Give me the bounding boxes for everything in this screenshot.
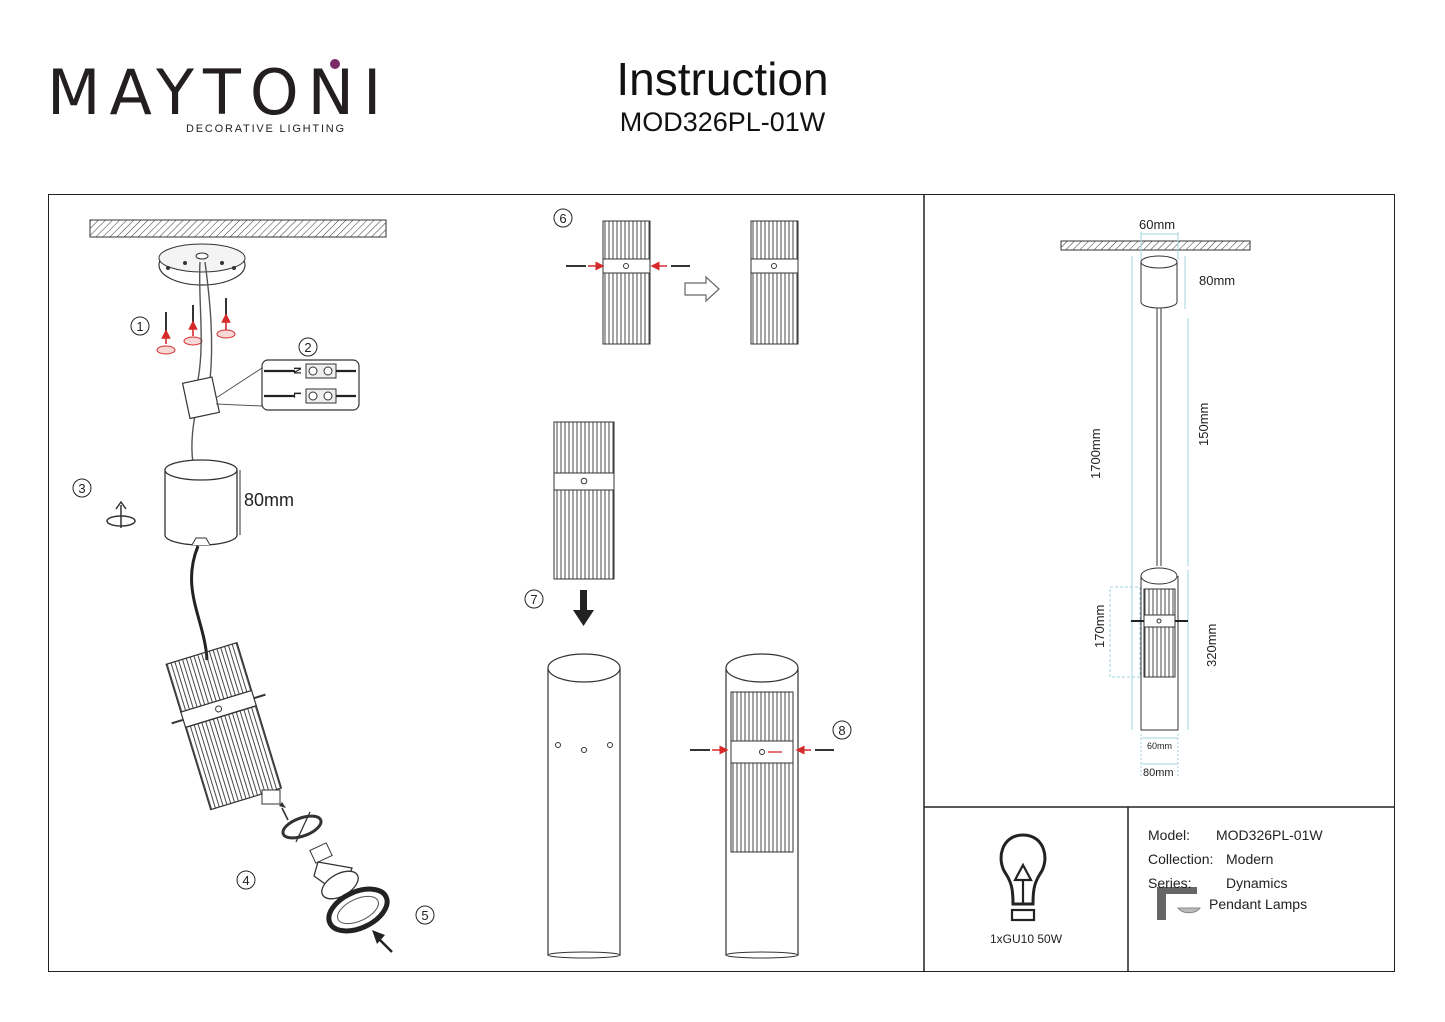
dim-cable-length: 150mm (1196, 403, 1211, 446)
spec-series-value: Dynamics (1226, 875, 1288, 891)
lamp-spec: 1xGU10 50W (990, 932, 1063, 946)
svg-text:6: 6 (559, 211, 566, 226)
bulb-icon (999, 833, 1047, 922)
step7-shade (553, 421, 615, 580)
screw-set (156, 298, 236, 355)
svg-text:4: 4 (242, 873, 249, 888)
brand-logo: MAYTONI (47, 56, 391, 129)
step-badge-2: 2 (298, 337, 318, 357)
svg-text:3: 3 (78, 481, 85, 496)
supply-wires (191, 261, 213, 469)
step-badge-5: 5 (415, 905, 435, 925)
svg-text:7: 7 (530, 592, 537, 607)
power-cable (190, 545, 209, 661)
spec-model-value: MOD326PL-01W (1216, 827, 1323, 843)
spec-collection-label: Collection: (1148, 851, 1214, 867)
brand-logo-dot (330, 59, 340, 69)
dim-body-part: 170mm (1092, 605, 1107, 648)
step-badge-7: 7 (524, 589, 544, 609)
step6-arrow (684, 275, 720, 303)
spec-model-label: Model: (1148, 827, 1191, 843)
svg-text:5: 5 (421, 908, 428, 923)
brand-tagline: DECORATIVE LIGHTING (186, 123, 346, 135)
trim-ring (326, 886, 393, 953)
spec-type-value: Pendant Lamps (1209, 896, 1308, 912)
lamp-head (165, 641, 283, 811)
svg-text:2: 2 (304, 340, 311, 355)
step-badge-6: 6 (553, 208, 573, 228)
dimension-drawing (1060, 232, 1251, 778)
step-badge-1: 1 (130, 316, 150, 336)
svg-text:1: 1 (136, 319, 143, 334)
pendant-lamp-icon (1157, 887, 1201, 920)
spec-collection-value: Modern (1226, 851, 1274, 867)
dim-outer-diameter: 80mm (1143, 767, 1174, 779)
outer-tube (547, 653, 621, 959)
terminal-zoom (261, 359, 360, 411)
step-badges: 1 2 3 4 5 6 7 8 (72, 208, 852, 925)
model-subtitle: MOD326PL-01W (619, 107, 826, 137)
dim-inner-diameter: 60mm (1147, 741, 1172, 751)
dim-body-length: 320mm (1204, 624, 1219, 667)
mounting-plate (158, 243, 246, 286)
spec-series-label: Series: (1148, 875, 1192, 891)
canopy (164, 459, 241, 546)
step-badge-4: 4 (236, 870, 256, 890)
socket-ring (261, 789, 323, 843)
rotate-icon (106, 500, 136, 528)
step7-arrow (573, 590, 594, 626)
terminal-block (181, 367, 263, 420)
instruction-frame (48, 194, 1395, 972)
section-dividers (923, 194, 1395, 972)
page-title: Instruction (616, 53, 829, 105)
dim-canopy-height: 80mm (1199, 273, 1235, 288)
step6-shade-after (750, 220, 799, 345)
step-badge-3: 3 (72, 478, 92, 498)
step6-shade-before (566, 220, 690, 345)
ceiling-hatch (89, 219, 387, 238)
dim-total-height: 1700mm (1088, 428, 1103, 479)
wire-live-label: L (291, 392, 302, 398)
wire-neutral-label: N (291, 367, 302, 374)
svg-text:8: 8 (838, 723, 845, 738)
dim-top-width: 60mm (1139, 217, 1175, 232)
assembled-tube (690, 653, 834, 959)
canopy-height-label: 80mm (244, 490, 294, 510)
step-badge-8: 8 (832, 720, 852, 740)
